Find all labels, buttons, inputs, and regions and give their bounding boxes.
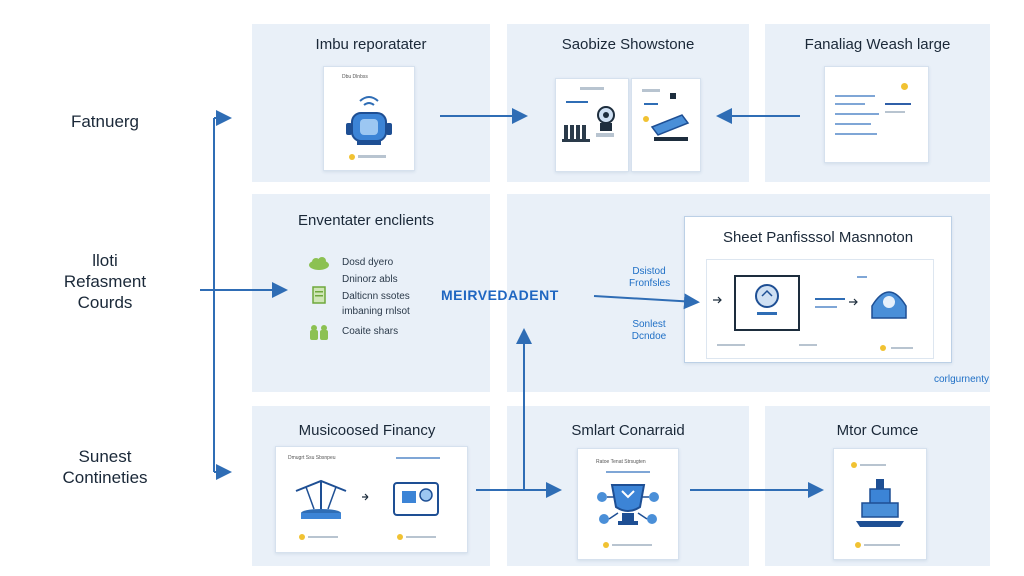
document-icon xyxy=(312,286,326,304)
legend-item-4: imbaning rnlsot xyxy=(342,306,410,317)
financy-card-a-header: Dmugrt Ssu Sbsnpeu xyxy=(288,455,336,461)
fanaliag-text-line-7 xyxy=(885,111,905,113)
legend-item-2: Dninorz abls xyxy=(342,274,398,285)
panel-banner: MEIRVEDADENT xyxy=(441,287,559,303)
row-label-bottom-line1: Sunest xyxy=(78,447,132,466)
row-label-bottom-line2: Contineties xyxy=(62,468,148,487)
robot-device-icon xyxy=(346,96,392,160)
reporter-card-header: Dbu Dlnbss xyxy=(342,74,368,80)
panel-footer-label: corlgurnenty xyxy=(933,374,989,385)
trophy-network-icon xyxy=(597,471,659,548)
panel-reporter: Imbu reporatater Dbu Dlnbss xyxy=(252,24,490,182)
fanaliag-card xyxy=(824,66,929,163)
note-top-line2: Fronfsles xyxy=(629,278,671,289)
note-top: Dsistod Fronfsles xyxy=(629,266,671,290)
row-label-middle: lloti Refasment Courds xyxy=(30,250,180,313)
legend-item-1: Dosd dyero xyxy=(342,257,394,268)
panel-cumce: Mtor Cumce xyxy=(765,406,990,566)
legend-item-5: Coaite shars xyxy=(342,326,399,337)
masnnoton-card: Sheet Panfisssol Masnnoton xyxy=(684,216,952,363)
panel-fanaliag: Fanaliag Weash large xyxy=(765,24,990,182)
panel-masnnoton: MEIRVEDADENT Dsistod Fronfsles Sonlest D… xyxy=(441,194,990,392)
legend-item-3: Dalticnn ssotes xyxy=(342,291,410,302)
panel-conarraid: Smlart Conarraid Ratoe Tenat Strsugten xyxy=(507,406,749,566)
conarraid-card: Ratoe Tenat Strsugten xyxy=(577,448,679,560)
fanaliag-text-line-5 xyxy=(835,133,877,135)
panel-financy-title: Musicoosed Financy xyxy=(298,422,436,439)
fanaliag-text-line-4 xyxy=(835,123,871,125)
row-label-bottom: Sunest Contineties xyxy=(30,446,180,488)
panel-cumce-title: Mtor Cumce xyxy=(836,422,919,439)
panel-showstone-title: Saobize Showstone xyxy=(561,36,695,53)
row-label-middle-line1: lloti xyxy=(92,251,118,270)
panel-enventater: Enventater enclients Dosd dyero Dninorz … xyxy=(252,194,490,392)
masnnoton-flow-graphic xyxy=(713,275,913,351)
fanaliag-text-line-3 xyxy=(835,113,879,115)
showstone-card-left xyxy=(555,78,629,172)
note-bottom-line2: Dcndoe xyxy=(631,331,667,342)
note-bottom: Sonlest Dcndoe xyxy=(629,319,669,343)
row-label-middle-line2: Refasment xyxy=(63,272,147,291)
panel-conarraid-title: Smlart Conarraid xyxy=(571,422,685,439)
fanaliag-highlight-dot xyxy=(901,83,908,90)
people-icon xyxy=(310,325,328,340)
masnnoton-card-title: Sheet Panfisssol Masnnoton xyxy=(722,229,914,246)
row-label-top: Fatnuerg xyxy=(70,112,140,131)
masnnoton-inner-card xyxy=(706,259,934,359)
reporter-card: Dbu Dlnbss xyxy=(323,66,415,171)
panel-reporter-title: Imbu reporatater xyxy=(315,36,427,53)
fanaliag-text-line-2 xyxy=(835,103,865,105)
note-bottom-line1: Sonlest xyxy=(632,319,666,330)
conarraid-card-header: Ratoe Tenat Strsugten xyxy=(596,459,646,465)
financy-card: Dmugrt Ssu Sbsnpeu xyxy=(275,446,468,553)
financy-graphic xyxy=(295,457,440,540)
showstone-card-right xyxy=(631,78,701,172)
row-label-middle-line3: Courds xyxy=(77,293,133,312)
panel-enventater-title: Enventater enclients xyxy=(298,212,434,229)
fanaliag-text-line-6 xyxy=(885,103,911,105)
panel-showstone: Saobize Showstone xyxy=(507,24,749,182)
panel-fanaliag-title: Fanaliag Weash large xyxy=(804,36,951,53)
fanaliag-text-line-1 xyxy=(835,95,875,97)
cloud-icon xyxy=(309,257,329,270)
device-box-icon xyxy=(642,89,690,141)
building-icon xyxy=(851,462,904,548)
cumce-card xyxy=(833,448,927,560)
note-top-line1: Dsistod xyxy=(632,266,666,277)
server-racks-icon xyxy=(562,87,615,142)
panel-financy: Musicoosed Financy Dmugrt Ssu Sbsnpeu xyxy=(252,406,490,566)
